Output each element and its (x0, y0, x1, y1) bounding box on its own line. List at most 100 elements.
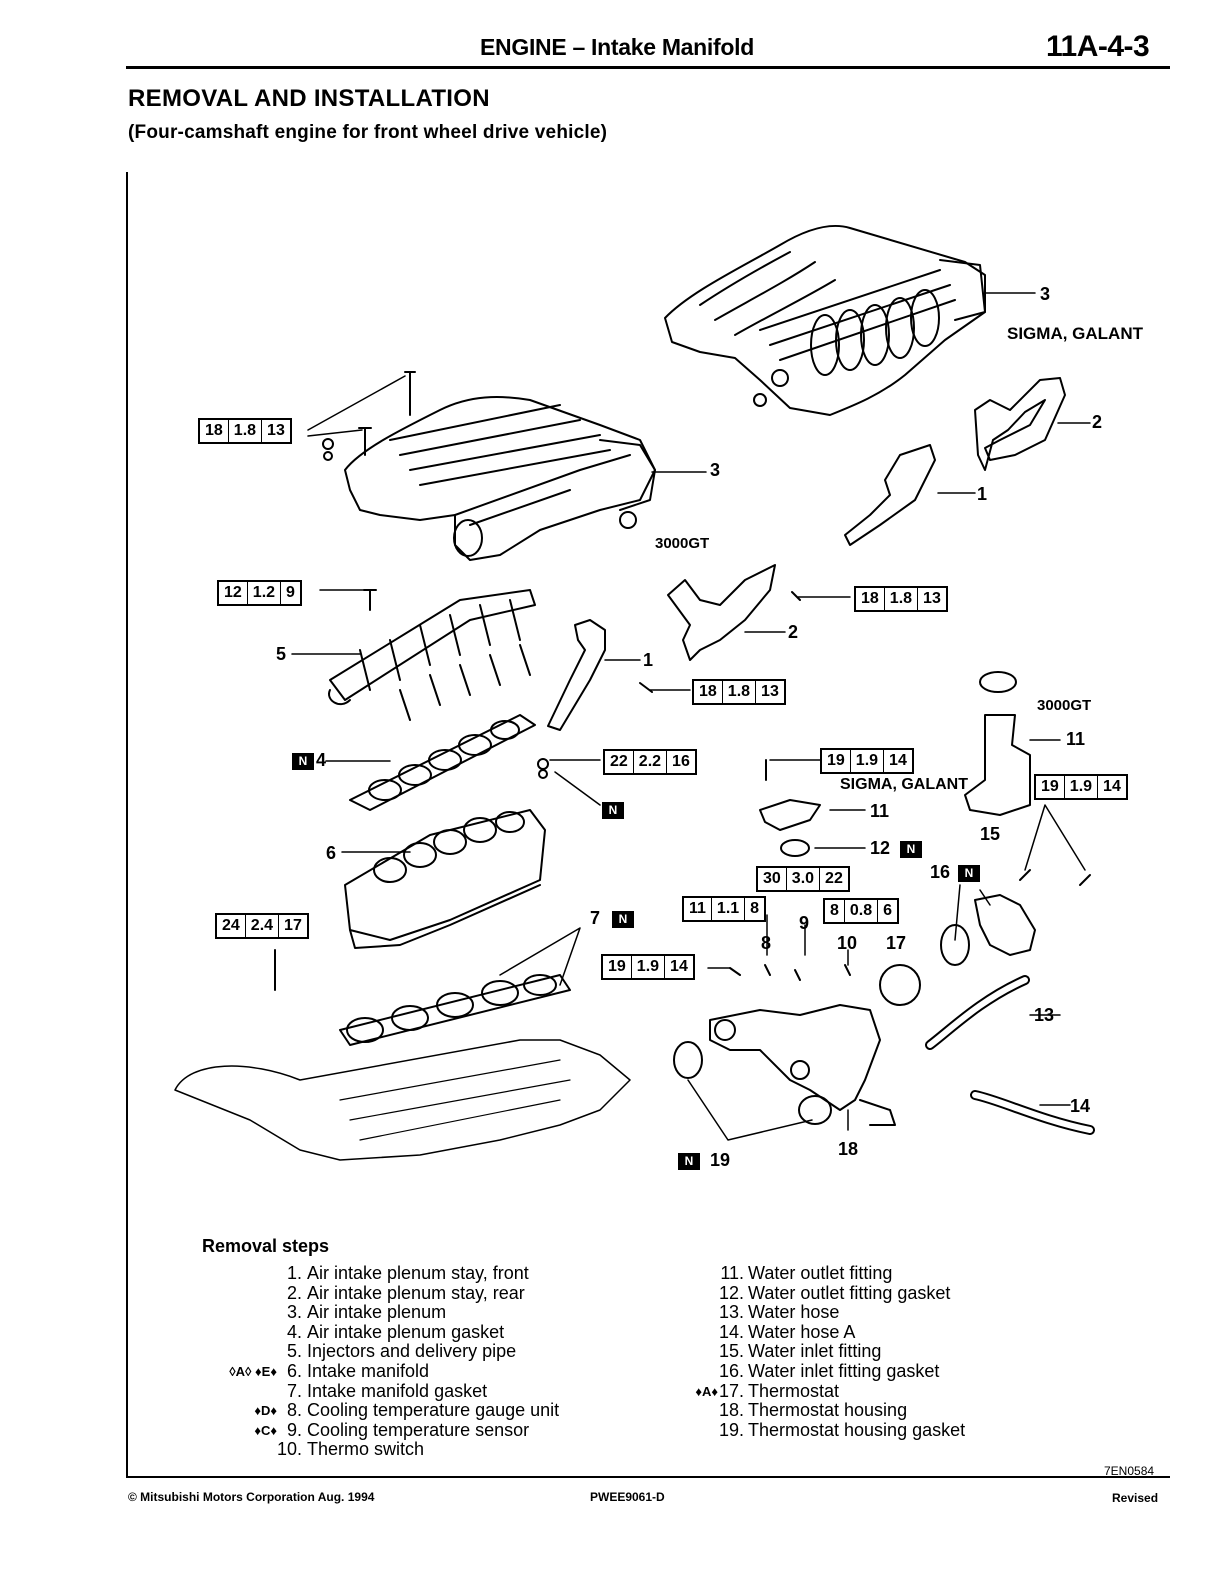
step-number: 3. (286, 1302, 302, 1323)
delivery-pipe (328, 589, 536, 721)
callout-4: 4 (316, 750, 327, 770)
plenum-3000gt (344, 396, 656, 561)
step-text: Intake manifold (307, 1361, 430, 1381)
step-text: Thermostat (748, 1380, 840, 1401)
header-rule (126, 66, 1170, 69)
removal-steps-title: Removal steps (202, 1236, 330, 1256)
callout-15: 15 (980, 824, 1001, 844)
page-number: 11A-4-3 (1046, 30, 1150, 63)
step-number: 15. (718, 1341, 744, 1362)
callout-17: 17 (886, 933, 907, 953)
section-title: REMOVAL AND INSTALLATION (128, 85, 490, 112)
step-number: 5. (286, 1341, 302, 1362)
variant-label-3000gt-plenum: 3000GT (655, 535, 710, 552)
callout-1-mid: 1 (643, 650, 654, 670)
water-inlet-fitting (974, 894, 1036, 956)
step-number: 19. (718, 1419, 744, 1440)
step-number: 10. (276, 1439, 302, 1460)
intake-manifold (344, 809, 546, 949)
new-part-mark-7: N (612, 911, 634, 928)
stay-rear-top (974, 377, 1066, 471)
callout-10: 10 (837, 933, 858, 953)
callout-3-sigma: 3 (1040, 284, 1051, 304)
inlet-gasket (940, 924, 970, 966)
step-text: Cooling temperature gauge unit (307, 1400, 560, 1421)
step-number: 7. (286, 1380, 302, 1401)
footer-copyright: © Mitsubishi Motors Corporation Aug. 199… (128, 1490, 375, 1504)
variant-label-sigma-outlet: SIGMA, GALANT (840, 776, 968, 793)
callout-5: 5 (276, 644, 287, 664)
step-text: Air intake plenum stay, rear (307, 1282, 525, 1303)
step-text: Water inlet fitting gasket (748, 1361, 940, 1381)
callout-3-gt: 3 (710, 460, 721, 480)
plenum-gasket (349, 714, 536, 811)
intake-manifold-gasket (339, 974, 571, 1046)
callout-13: 13 (1034, 1005, 1055, 1025)
stay-front-top (844, 444, 936, 546)
step-number: 12. (718, 1282, 744, 1303)
water-outlet-3000gt (964, 714, 1031, 816)
radiator-cap (979, 671, 1017, 693)
step-number: 1. (286, 1263, 302, 1283)
callout-11-sigma: 11 (870, 801, 890, 821)
step-number: 9. (286, 1419, 302, 1440)
step-number: 6. (286, 1361, 302, 1381)
callout-16: 16 (930, 862, 951, 882)
housing-gasket-a (673, 1041, 703, 1079)
frame-bottom-rule (126, 1476, 1170, 1478)
step-text: Air intake plenum stay, front (307, 1263, 529, 1283)
step-text: Air intake plenum (307, 1302, 447, 1323)
section-subtitle: (Four-camshaft engine for front wheel dr… (128, 122, 608, 143)
callout-1-top: 1 (977, 484, 988, 504)
step-number: 4. (286, 1321, 302, 1342)
step-number: 17. (718, 1380, 744, 1401)
step-number: 18. (718, 1400, 744, 1421)
outlet-gasket (780, 839, 810, 857)
new-part-mark-nut: N (602, 802, 624, 819)
plenum-sigma-galant (664, 224, 986, 416)
callout-12: 12 (870, 838, 891, 858)
step-number: 11. (720, 1263, 744, 1283)
callout-18: 18 (838, 1139, 859, 1159)
new-part-mark-16: N (958, 865, 980, 882)
stay-rear-mid (667, 564, 776, 661)
callout-9: 9 (799, 913, 810, 933)
footer-status: Revised (1112, 1491, 1159, 1505)
callout-6: 6 (326, 843, 337, 863)
step-text: Water hose A (748, 1321, 856, 1342)
step-procedure-mark: ♦C♦ (254, 1422, 277, 1438)
step-text: Intake manifold gasket (307, 1380, 488, 1401)
frame-left-rule (126, 172, 128, 1477)
exploded-view-diagram (174, 224, 1095, 1161)
step-text: Thermostat housing (748, 1400, 908, 1421)
step-text: Water outlet fitting gasket (748, 1282, 951, 1303)
callout-7: 7 (590, 908, 601, 928)
step-procedure-mark: ◊A◊ ♦E♦ (229, 1364, 277, 1379)
thermostat-housing (709, 1004, 896, 1126)
variant-label-3000gt-outlet: 3000GT (1037, 697, 1092, 714)
figure-reference-code: 7EN0584 (1104, 1464, 1155, 1478)
callout-2-top: 2 (1092, 412, 1103, 432)
bolt (404, 371, 416, 416)
step-procedure-mark: ♦A♦ (695, 1383, 718, 1399)
step-text: Water hose (748, 1302, 840, 1323)
stay-front-mid (547, 619, 606, 731)
step-number: 13. (718, 1302, 744, 1323)
variant-label-sigma-galant: SIGMA, GALANT (1007, 324, 1143, 343)
header-title: ENGINE – Intake Manifold (480, 34, 754, 60)
footer-doc-id: PWEE9061-D (590, 1490, 665, 1504)
callout-11-gt: 11 (1066, 729, 1086, 749)
new-part-mark-19: N (678, 1153, 700, 1170)
step-text: Air intake plenum gasket (307, 1321, 505, 1342)
thermostat (879, 964, 921, 1006)
